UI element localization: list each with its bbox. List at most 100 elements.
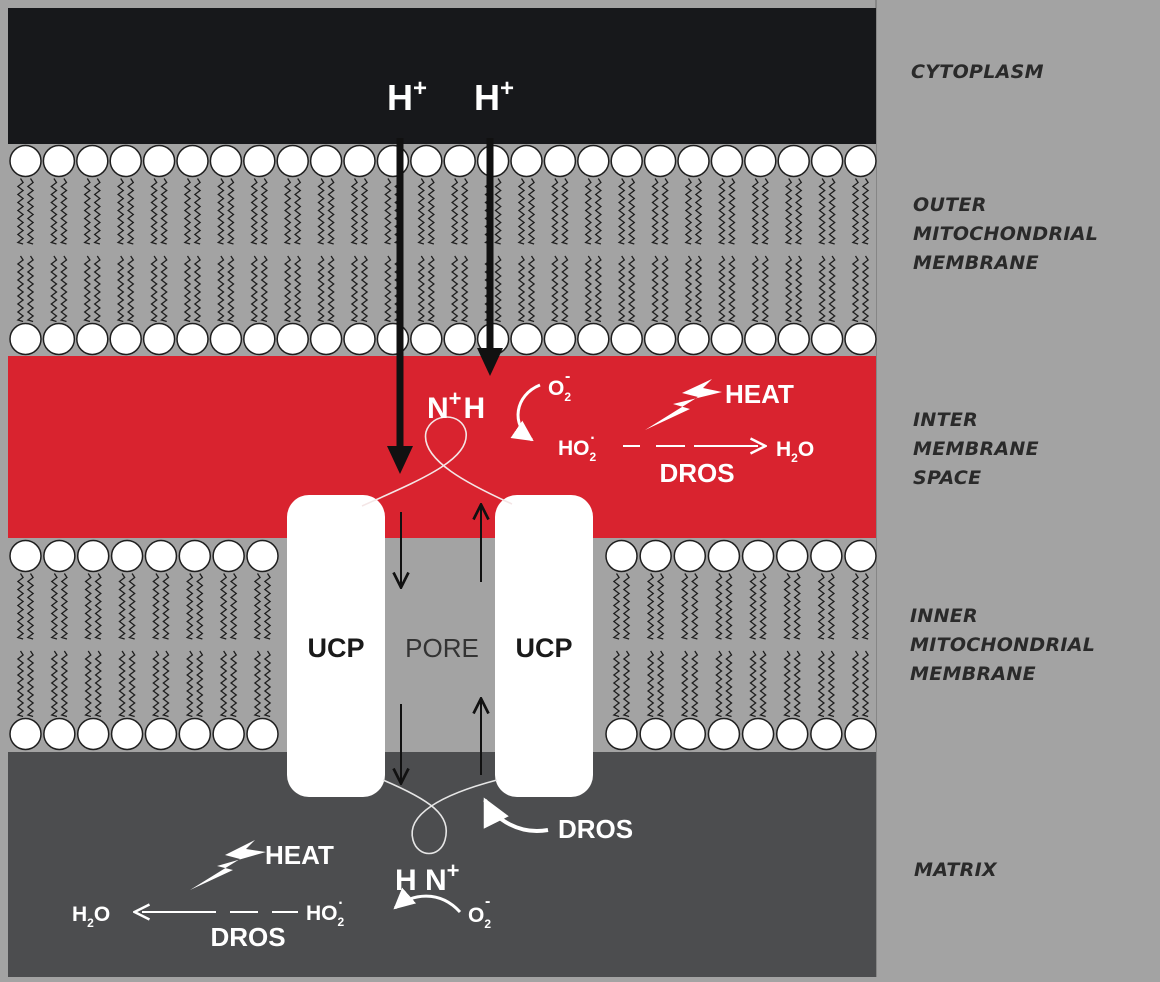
ucp-label-right: UCP xyxy=(515,633,572,663)
phospholipid-head xyxy=(777,322,810,356)
phospholipid-head xyxy=(673,717,707,751)
phospholipid-head xyxy=(710,322,744,356)
n-plus-h-label: N+H xyxy=(427,386,485,425)
dros-label-matrix: DROS xyxy=(210,922,285,952)
phospholipid-head xyxy=(309,144,343,178)
phospholipid-head xyxy=(710,144,744,178)
phospholipid-head xyxy=(76,322,109,356)
phospholipid-head xyxy=(144,717,178,751)
phospholipid-head xyxy=(246,717,279,751)
phospholipid-head xyxy=(178,539,212,573)
phospholipid-head xyxy=(775,717,809,751)
phospholipid-head xyxy=(707,717,741,751)
proton-label-1: H+ xyxy=(387,75,427,118)
phospholipid-head xyxy=(109,322,142,356)
ho2-label-top: HO2· xyxy=(558,430,597,464)
phospholipid-head xyxy=(42,322,76,356)
phospholipid-head xyxy=(744,144,777,178)
cytoplasm-region xyxy=(8,8,876,144)
dros-label-matrix-right: DROS xyxy=(558,814,633,844)
lightning-icon-top xyxy=(645,379,722,430)
phospholipid-head xyxy=(178,717,212,751)
flip-flop-loop-top xyxy=(361,416,513,507)
phospholipid-head xyxy=(777,144,810,178)
phospholipid-head xyxy=(376,144,410,178)
phospholipid-head xyxy=(510,144,543,178)
phospholipid-head xyxy=(43,717,76,751)
phospholipid-head xyxy=(605,539,638,573)
phospholipid-head xyxy=(76,717,110,751)
phospholipid-head xyxy=(639,539,672,573)
phospholipid-head xyxy=(577,144,610,178)
water-label-matrix: H2O xyxy=(72,903,110,930)
phospholipid-head xyxy=(844,144,877,178)
phospholipid-head xyxy=(741,539,775,573)
phospholipid-head xyxy=(142,144,176,178)
phospholipid-head xyxy=(243,144,276,178)
phospholipid-head xyxy=(144,539,178,573)
phospholipid-head xyxy=(775,539,809,573)
phospholipid-head xyxy=(443,322,476,356)
superoxide-label-top: O2- xyxy=(548,368,571,404)
phospholipid-head xyxy=(43,539,76,573)
inner-membrane-lipids-right xyxy=(605,539,877,751)
phospholipid-head xyxy=(443,144,476,178)
phospholipid-head xyxy=(309,322,343,356)
phospholipid-head xyxy=(110,717,144,751)
phospholipid-head xyxy=(510,322,543,356)
water-label-top: H2O xyxy=(776,438,814,465)
phospholipid-head xyxy=(209,144,243,178)
phospholipid-head xyxy=(9,144,42,178)
ho2-label-matrix: HO2· xyxy=(306,895,345,929)
phospholipid-head xyxy=(543,144,577,178)
phospholipid-head xyxy=(376,322,410,356)
heat-label-top: HEAT xyxy=(725,379,794,409)
phospholipid-head xyxy=(110,539,144,573)
phospholipid-head xyxy=(410,322,443,356)
outer-membrane-lipids xyxy=(9,144,877,356)
phospholipid-head xyxy=(176,322,209,356)
matrix-region xyxy=(8,752,876,977)
phospholipid-head xyxy=(677,144,710,178)
phospholipid-head xyxy=(276,322,309,356)
label-outer-membrane: OUTER MITOCHONDRIAL MEMBRANE xyxy=(913,194,1099,274)
phospholipid-head xyxy=(343,144,376,178)
superoxide-label-matrix: O2- xyxy=(468,893,491,931)
label-cytoplasm: CYTOPLASM xyxy=(911,61,1044,83)
outer-membrane-region xyxy=(8,144,876,356)
phospholipid-head xyxy=(707,539,741,573)
phospholipid-head xyxy=(76,144,109,178)
proton-label-2: H+ xyxy=(474,75,514,118)
phospholipid-head xyxy=(677,322,710,356)
phospholipid-head xyxy=(212,539,245,573)
phospholipid-head xyxy=(343,322,376,356)
phospholipid-head xyxy=(810,539,843,573)
ucp-protein-left xyxy=(287,495,385,797)
label-inner-membrane: INNER MITOCHONDRIAL MEMBRANE xyxy=(910,605,1096,685)
phospholipid-head xyxy=(810,322,844,356)
ucp-protein-right xyxy=(495,495,593,797)
inner-membrane-lipids-left xyxy=(9,539,279,751)
phospholipid-head xyxy=(276,144,309,178)
label-intermembrane-space: INTER MEMBRANE SPACE xyxy=(913,409,1039,489)
flip-flop-loop-bottom xyxy=(382,779,498,855)
lightning-icon-matrix xyxy=(190,840,266,890)
o2-to-ho2-arrow-matrix xyxy=(393,887,462,914)
label-matrix: MATRIX xyxy=(914,859,997,881)
phospholipid-head xyxy=(610,322,643,356)
phospholipid-head xyxy=(744,322,777,356)
phospholipid-head xyxy=(109,144,142,178)
o2-to-ho2-arrow xyxy=(510,383,541,442)
phospholipid-head xyxy=(9,322,42,356)
phospholipid-head xyxy=(844,717,877,751)
phospholipid-head xyxy=(741,717,775,751)
phospholipid-head xyxy=(844,539,877,573)
phospholipid-head xyxy=(9,539,42,573)
heat-label-matrix: HEAT xyxy=(265,840,334,870)
phospholipid-head xyxy=(176,144,209,178)
phospholipid-head xyxy=(577,322,610,356)
phospholipid-head xyxy=(543,322,577,356)
proton-arrowhead-left xyxy=(387,446,413,474)
